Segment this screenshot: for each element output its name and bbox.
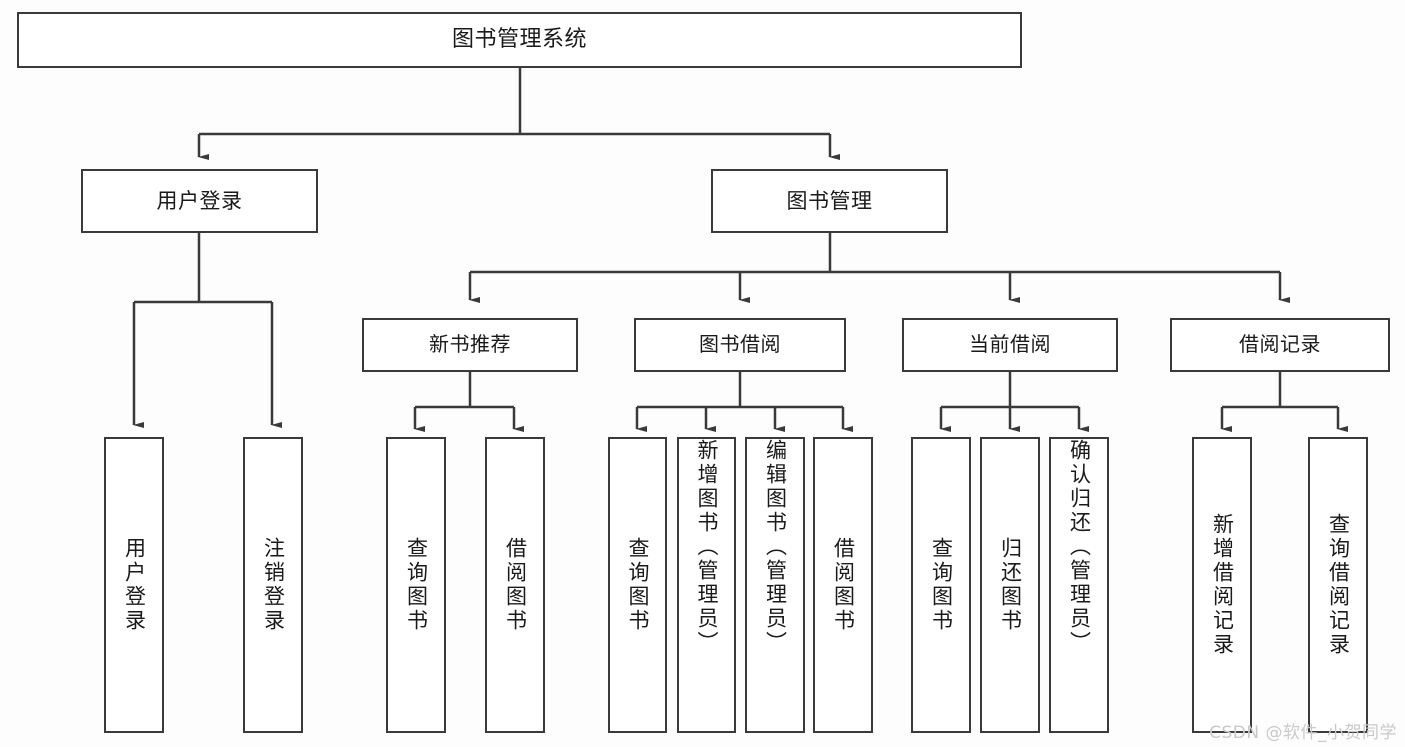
node-current-borrowing-label: 当前借阅	[969, 332, 1051, 357]
leaf-query-borrow-record-label: 查询借阅记录	[1326, 513, 1351, 657]
leaf-add-book-admin-label: 新增图书（管理员）	[695, 439, 719, 655]
node-book-borrowing-label: 图书借阅	[699, 332, 781, 357]
leaf-logout-label: 注销登录	[261, 537, 286, 633]
node-book-management-label: 图书管理	[786, 188, 873, 213]
leaf-query-book-new[interactable]: 查询图书	[386, 437, 446, 733]
leaf-confirm-return-admin-label: 确认归还（管理员）	[1067, 439, 1092, 655]
leaf-user-login-label: 用户登录	[122, 537, 147, 633]
node-borrow-records-label: 借阅记录	[1239, 332, 1321, 357]
leaf-borrow-book-label: 借阅图书	[831, 537, 856, 633]
node-new-book-recommend[interactable]: 新书推荐	[362, 318, 578, 372]
leaf-borrow-book-new-label: 借阅图书	[503, 537, 528, 633]
node-root-label: 图书管理系统	[451, 27, 587, 53]
leaf-logout[interactable]: 注销登录	[243, 437, 303, 733]
node-book-borrowing[interactable]: 图书借阅	[634, 318, 846, 372]
leaf-return-book[interactable]: 归还图书	[980, 437, 1040, 733]
leaf-add-borrow-record[interactable]: 新增借阅记录	[1192, 437, 1252, 733]
leaf-query-book-current-label: 查询图书	[929, 537, 954, 633]
node-borrow-records[interactable]: 借阅记录	[1170, 318, 1390, 372]
leaf-user-login[interactable]: 用户登录	[104, 437, 164, 733]
node-book-management[interactable]: 图书管理	[711, 169, 948, 233]
leaf-query-book-borrow[interactable]: 查询图书	[608, 437, 667, 733]
leaf-add-book-admin[interactable]: 新增图书（管理员）	[677, 437, 736, 733]
leaf-add-borrow-record-label: 新增借阅记录	[1210, 513, 1235, 657]
leaf-return-book-label: 归还图书	[998, 537, 1023, 633]
leaf-query-book-current[interactable]: 查询图书	[911, 437, 971, 733]
node-user-login-label: 用户登录	[156, 188, 243, 213]
leaf-borrow-book[interactable]: 借阅图书	[813, 437, 873, 733]
leaf-confirm-return-admin[interactable]: 确认归还（管理员）	[1049, 437, 1109, 733]
leaf-edit-book-admin[interactable]: 编辑图书（管理员）	[745, 437, 805, 733]
leaf-edit-book-admin-label: 编辑图书（管理员）	[763, 439, 788, 655]
node-new-book-recommend-label: 新书推荐	[429, 332, 511, 357]
leaf-query-book-new-label: 查询图书	[404, 537, 429, 633]
node-root-library-system[interactable]: 图书管理系统	[17, 12, 1022, 68]
leaf-query-book-borrow-label: 查询图书	[626, 537, 650, 633]
node-user-login[interactable]: 用户登录	[81, 169, 318, 233]
leaf-query-borrow-record[interactable]: 查询借阅记录	[1308, 437, 1368, 733]
leaf-borrow-book-new[interactable]: 借阅图书	[485, 437, 545, 733]
node-current-borrowing[interactable]: 当前借阅	[902, 318, 1118, 372]
